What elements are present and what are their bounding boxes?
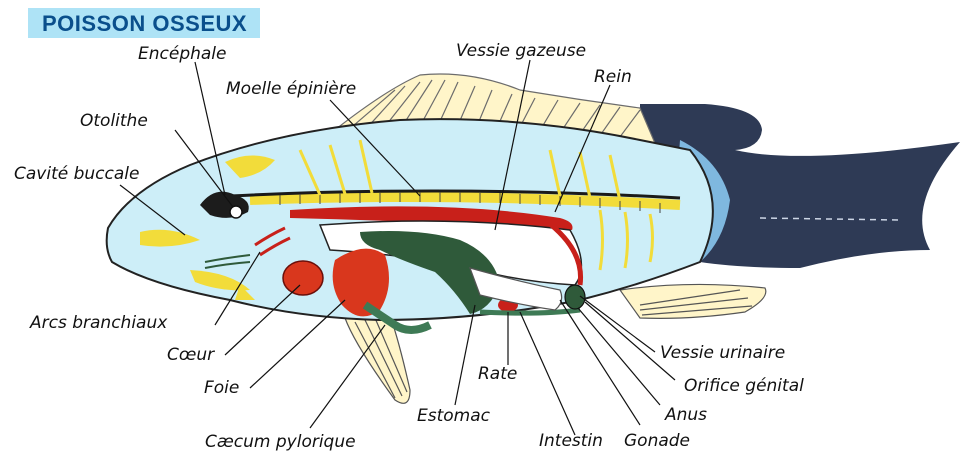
- label-vessie-urinaire: Vessie urinaire: [660, 343, 785, 363]
- otolith: [230, 206, 242, 218]
- label-orifice-genital: Orifice génital: [684, 376, 804, 396]
- label-rein: Rein: [594, 67, 632, 87]
- label-coeur: Cœur: [167, 345, 214, 365]
- label-foie: Foie: [204, 378, 239, 398]
- label-estomac: Estomac: [417, 406, 490, 426]
- heart: [283, 261, 323, 295]
- label-arcs-branchiaux: Arcs branchiaux: [30, 313, 167, 333]
- intestine: [480, 310, 580, 313]
- label-anus: Anus: [665, 405, 707, 425]
- label-gonade: Gonade: [624, 431, 690, 451]
- label-cavite-buccale: Cavité buccale: [14, 164, 139, 184]
- label-moelle-epiniere: Moelle épinière: [226, 79, 356, 99]
- label-vessie-gazeuse: Vessie gazeuse: [456, 41, 586, 61]
- anal-fin: [620, 284, 766, 318]
- label-encephale: Encéphale: [138, 44, 227, 64]
- label-rate: Rate: [478, 364, 517, 384]
- label-caecum-pylorique: Cæcum pylorique: [205, 432, 356, 452]
- label-intestin: Intestin: [539, 431, 603, 451]
- label-otolithe: Otolithe: [80, 111, 148, 131]
